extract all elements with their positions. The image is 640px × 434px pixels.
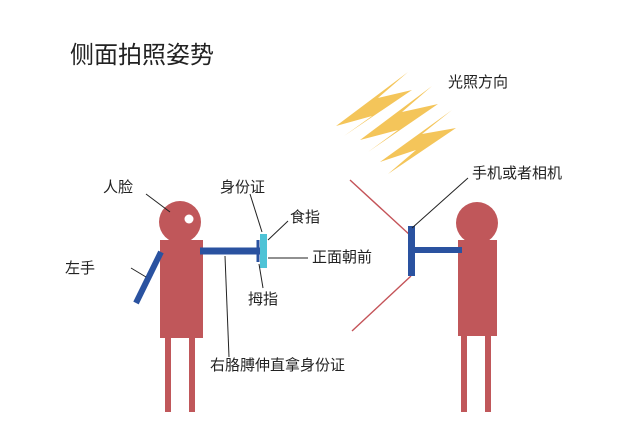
subject-eye: [184, 214, 194, 224]
subject-leg-left: [165, 336, 171, 412]
leader-camera: [411, 177, 469, 229]
lightning-arrow-icon: [336, 72, 456, 174]
camera-view-lines: [349, 179, 412, 332]
id-card: [260, 234, 267, 268]
person-head-icon: [159, 201, 201, 243]
camera-arm: [408, 226, 462, 276]
photographer-figure: [456, 202, 498, 412]
camera-device: [408, 226, 415, 276]
label-index-finger: 食指: [290, 208, 320, 226]
label-face: 人脸: [103, 178, 133, 196]
label-light-direction: 光照方向: [448, 73, 508, 91]
label-right-arm: 右胳膊伸直拿身份证: [210, 356, 345, 374]
left-arm: [133, 250, 164, 305]
label-left-hand: 左手: [65, 259, 95, 277]
photographer-torso: [458, 240, 497, 336]
leader-lines: [130, 193, 308, 358]
label-facing-front: 正面朝前: [312, 248, 372, 266]
photographer-leg-left: [461, 334, 467, 412]
photographer-head: [456, 202, 498, 244]
label-phone-or-camera: 手机或者相机: [472, 164, 562, 182]
subject-leg-right: [189, 336, 195, 412]
page-title: 侧面拍照姿势: [70, 41, 214, 69]
label-thumb: 拇指: [248, 290, 278, 308]
label-id-card: 身份证: [220, 178, 265, 196]
photographer-leg-right: [485, 334, 491, 412]
subject-figure: [159, 201, 203, 412]
subject-torso: [160, 240, 203, 338]
